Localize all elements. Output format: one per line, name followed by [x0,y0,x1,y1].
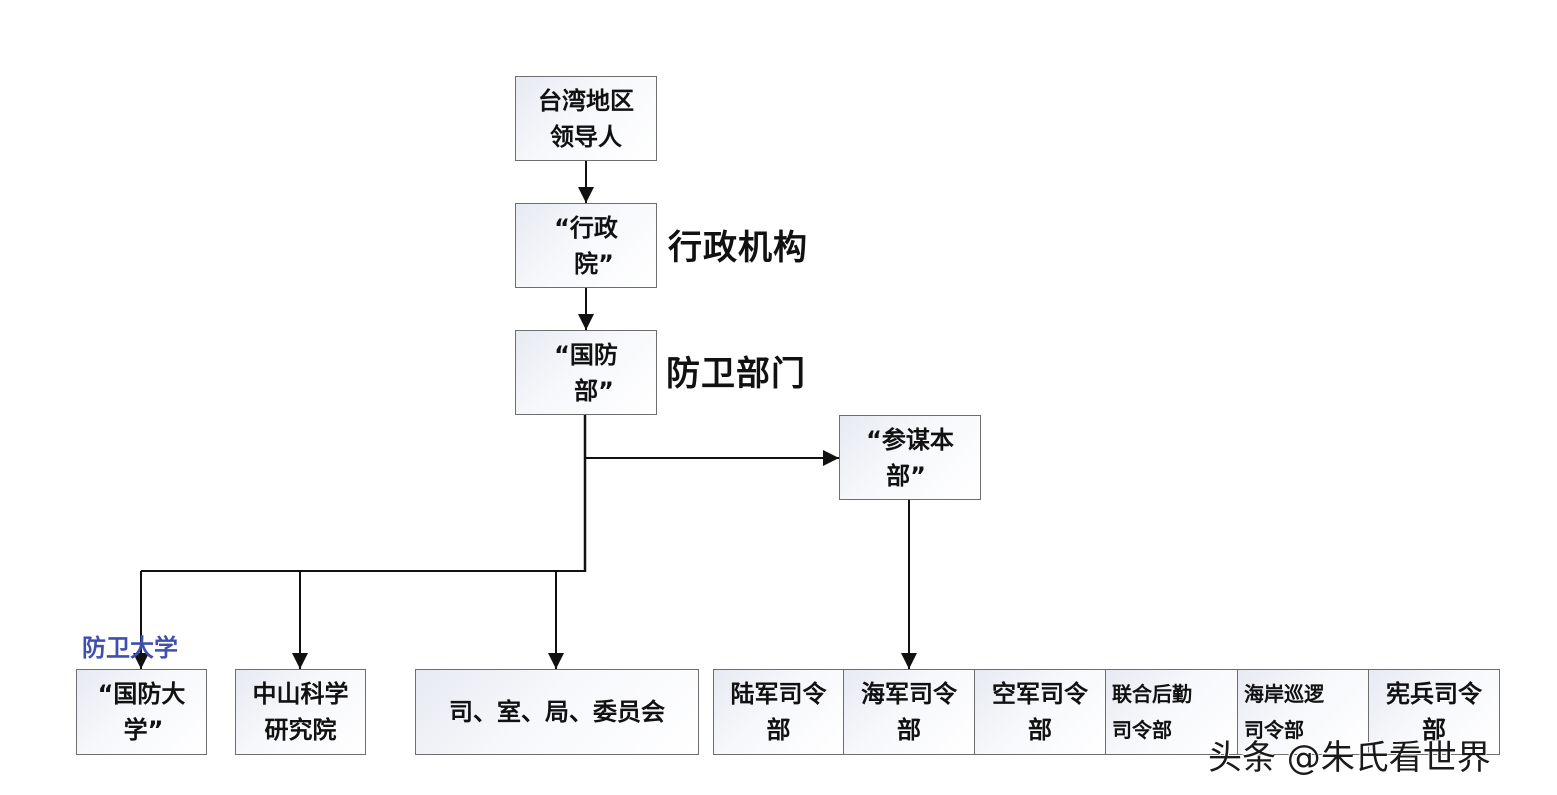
node-text: 部” [886,461,926,490]
watermark: 头条 @朱氏看世界 [1208,738,1491,778]
node-defense-university: “国防大学” [76,669,207,755]
node-executive-yuan: “行政院” [515,203,657,288]
node-text: 院” [574,249,614,278]
node-air-force-command: 空军司令部 [974,669,1106,755]
node-text: 部 [1028,716,1052,744]
node-army-command: 陆军司令部 [713,669,844,755]
node-text: 部” [574,376,614,405]
node-text: 部 [766,716,791,744]
node-text: 领导人 [550,122,622,151]
node-text: “参谋本 [866,425,954,454]
node-text: 空军司令 [992,680,1088,708]
node-text: 学” [123,716,164,744]
node-text: 宪兵司令 [1386,680,1482,708]
node-text: 联合后勤 [1112,682,1192,706]
node-text: 海军司令 [861,680,957,708]
node-text: 中山科学 [252,680,349,708]
node-text: “行政 [554,213,618,242]
defense-label: 防卫部门 [666,354,806,394]
node-defense-ministry: “国防部” [515,330,657,415]
executive-label: 行政机构 [668,228,808,268]
defense-university-label: 防卫大学 [82,633,178,662]
node-text: 司令部 [1112,718,1172,742]
node-text: 陆军司令 [730,680,827,708]
node-military-police-command: 宪兵司令部 [1368,669,1500,755]
node-departments: 司、室、局、委员会 [415,669,699,755]
node-text: 部 [897,716,921,744]
node-leader: 台湾地区领导人 [515,76,657,161]
node-text: 司令部 [1244,718,1304,742]
node-text: 司、室、局、委员会 [449,698,665,726]
node-text: 部 [1422,716,1446,744]
node-text: 研究院 [264,716,337,744]
node-navy-command: 海军司令部 [843,669,975,755]
node-text: 台湾地区 [538,86,634,115]
node-text: 海岸巡逻 [1244,682,1324,706]
node-general-staff: “参谋本部” [839,415,981,500]
node-text: “国防大 [97,680,186,708]
node-zhongshan-institute: 中山科学研究院 [235,669,366,755]
node-text: “国防 [554,340,618,369]
